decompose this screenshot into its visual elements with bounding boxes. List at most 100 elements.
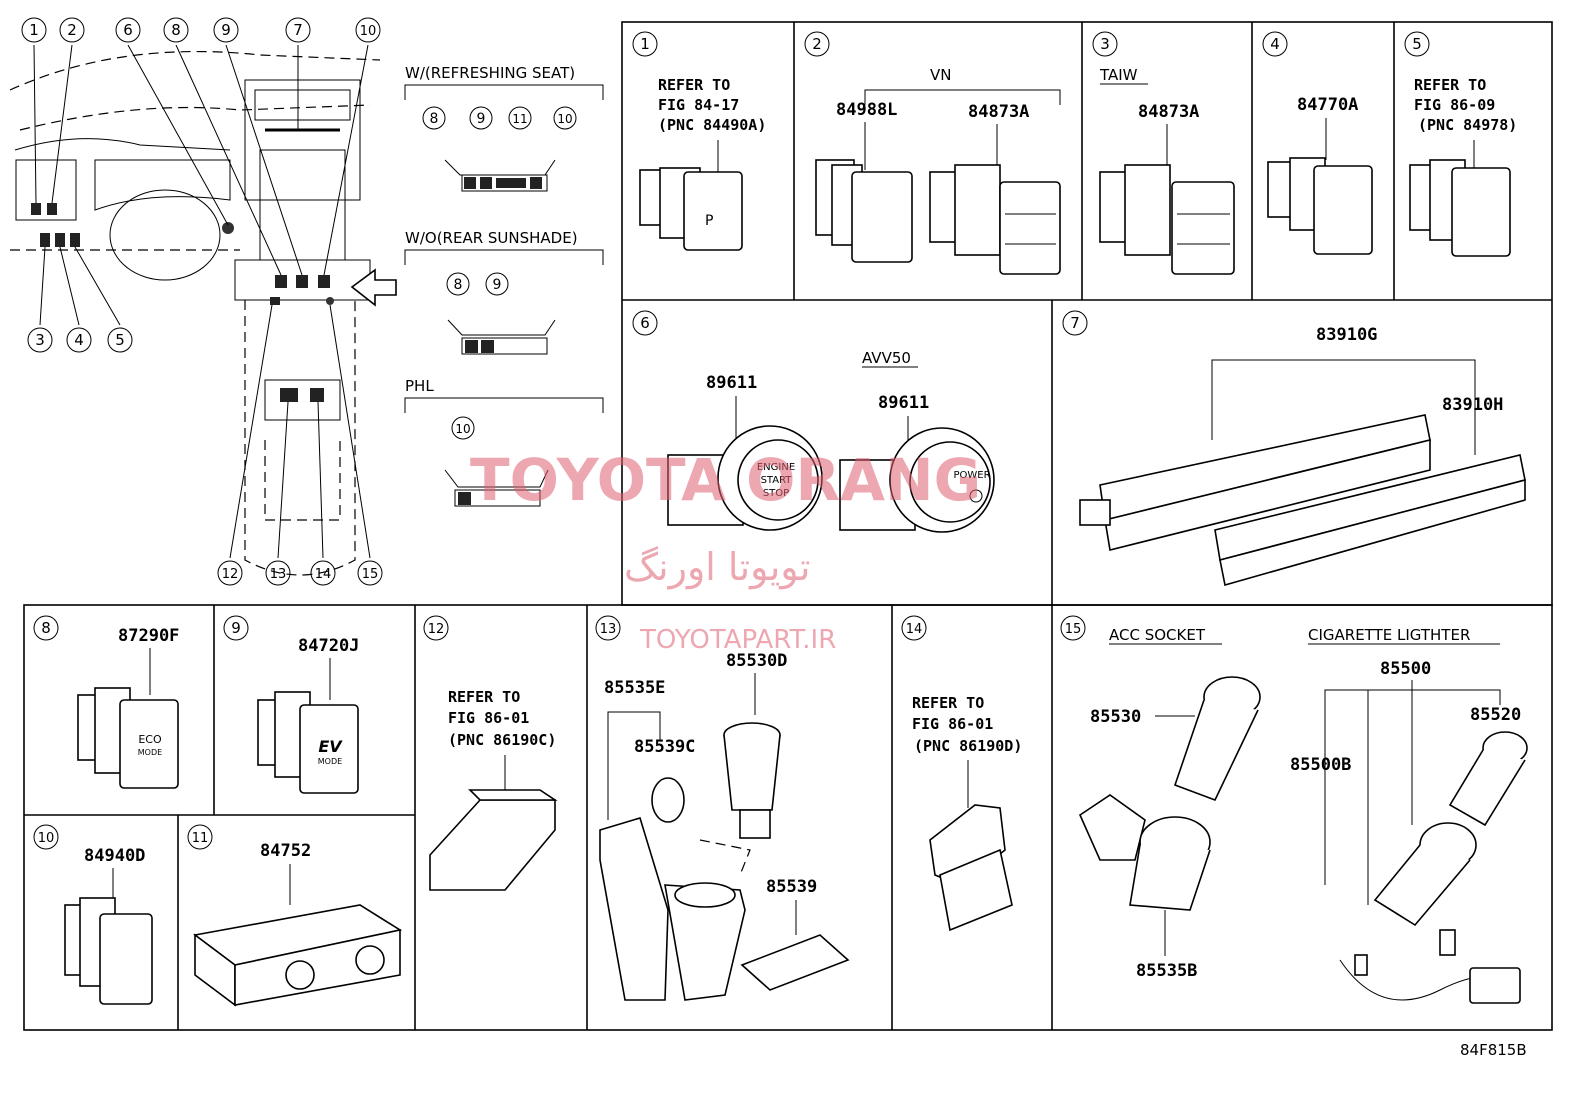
variant-phl: PHL 10 <box>404 377 604 507</box>
svg-text:ENGINE: ENGINE <box>757 462 795 473</box>
part-number: 84873A <box>1138 102 1199 122</box>
svg-text:15: 15 <box>362 567 379 582</box>
refer-line: REFER TO <box>912 694 984 712</box>
switch-part-icon <box>929 164 1061 275</box>
pad-part-icon <box>740 934 850 991</box>
part-number: 85535B <box>1136 961 1197 981</box>
svg-text:8: 8 <box>41 619 51 637</box>
refer-line: FIG 86-01 <box>912 715 993 733</box>
overview-callouts: 1 2 6 8 9 7 10 3 4 5 12 13 14 15 <box>21 17 383 586</box>
panel-grid <box>23 21 1553 1031</box>
svg-text:8: 8 <box>454 277 463 293</box>
panel-14: REFER TO FIG 86-01 (PNC 86190D) <box>912 694 1022 932</box>
eco-mode-switch-icon: ECO MODE <box>77 687 179 789</box>
svg-text:5: 5 <box>115 331 125 349</box>
callout-15: 15 <box>357 560 383 586</box>
panel-3: TAIW 84873A <box>1099 66 1235 275</box>
watermark: TOYOTA ORANG تویوتا اورنگ TOYOTAPART.IR <box>470 446 981 655</box>
svg-text:9: 9 <box>493 277 502 293</box>
part-number: 84940D <box>84 846 145 866</box>
panel-number-4: 4 <box>1262 31 1288 57</box>
panel-number-6: 6 <box>632 310 658 336</box>
acc-socket-cover-part-icon <box>1078 794 1211 911</box>
svg-text:8: 8 <box>171 21 181 39</box>
svg-text:9: 9 <box>231 619 241 637</box>
panel-4: 84770A <box>1267 95 1373 255</box>
panel-number-11: 11 <box>187 824 213 850</box>
callout-10: 10 <box>355 17 381 43</box>
panel-number-12: 12 <box>423 615 449 641</box>
variant-title: PHL <box>405 377 434 395</box>
refer-line: FIG 86-09 <box>1414 96 1495 114</box>
panel-number-5: 5 <box>1404 31 1430 57</box>
svg-text:3: 3 <box>1100 35 1110 53</box>
svg-text:10: 10 <box>455 422 470 436</box>
svg-text:5: 5 <box>1412 35 1422 53</box>
svg-text:POWER: POWER <box>953 470 990 481</box>
panel-number-10: 10 <box>33 824 59 850</box>
refer-line: (PNC 86190D) <box>914 737 1022 755</box>
svg-text:TOYOTAPART.IR: TOYOTAPART.IR <box>639 625 836 655</box>
switch-part-icon <box>429 789 558 891</box>
svg-text:4: 4 <box>1270 35 1280 53</box>
part-number: 85520 <box>1470 705 1521 725</box>
seat-climate-control-icon <box>193 904 403 1007</box>
panel-15: ACC SOCKET CIGARETTE LIGTHTER 85530 8553… <box>1078 626 1528 1004</box>
callout-8: 8 <box>163 17 189 43</box>
part-number: 84770A <box>1297 95 1358 115</box>
refer-line: REFER TO <box>448 688 520 706</box>
sheet-code: 84F815B <box>1460 1041 1527 1059</box>
callout-9: 9 <box>213 17 239 43</box>
socket-cover-part-icon <box>599 817 746 1001</box>
svg-text:13: 13 <box>270 567 287 582</box>
svg-text:EV: EV <box>318 737 343 756</box>
callout-5: 5 <box>107 327 133 353</box>
panel-number-1: 1 <box>632 31 658 57</box>
part-number: 84752 <box>260 841 311 861</box>
panel-number-8: 8 <box>33 615 59 641</box>
part-number: 85500B <box>1290 755 1351 775</box>
callout-4: 4 <box>66 327 92 353</box>
variant-rear-sunshade: W/O(REAR SUNSHADE) 8 9 <box>404 229 604 355</box>
switch-part-icon <box>929 804 1013 932</box>
vehicle-overview <box>9 44 397 576</box>
svg-text:10: 10 <box>38 831 55 846</box>
svg-text:P: P <box>705 213 713 229</box>
socket-part-icon <box>723 722 781 839</box>
section-label: ACC SOCKET <box>1109 626 1206 644</box>
part-number: 85530 <box>1090 707 1141 727</box>
part-number: 89611 <box>878 393 929 413</box>
svg-text:TOYOTA ORANG: TOYOTA ORANG <box>470 446 981 514</box>
cigarette-lighter-part-icon <box>1339 731 1528 1004</box>
part-number: 84720J <box>298 636 359 656</box>
panel-13: 85530D 85535E 85539C 85539 <box>599 651 850 1001</box>
svg-text:12: 12 <box>428 622 445 637</box>
part-number: 85539C <box>634 737 695 757</box>
part-number: 83910H <box>1442 395 1503 415</box>
panel-11: 84752 <box>193 841 403 1007</box>
panel-number-7: 7 <box>1062 310 1088 336</box>
callout-13: 13 <box>265 560 291 586</box>
svg-text:11: 11 <box>512 112 527 126</box>
part-number: 85539 <box>766 877 817 897</box>
refer-line: (PNC 86190C) <box>448 731 556 749</box>
cap-part-icon <box>651 777 685 823</box>
panel-number-3: 3 <box>1092 31 1118 57</box>
callout-7: 7 <box>285 17 311 43</box>
panel-1: REFER TO FIG 84-17 (PNC 84490A) P <box>639 76 766 251</box>
svg-text:8: 8 <box>430 111 439 127</box>
svg-text:MODE: MODE <box>138 748 162 757</box>
refer-line: REFER TO <box>1414 76 1486 94</box>
svg-text:15: 15 <box>1065 622 1082 637</box>
variant-title: W/(REFRESHING SEAT) <box>405 64 575 82</box>
switch-part-icon: P <box>639 167 743 251</box>
callout-3: 3 <box>27 327 53 353</box>
svg-text:13: 13 <box>600 622 617 637</box>
panel-8: 87290F ECO MODE <box>77 626 179 789</box>
svg-text:4: 4 <box>74 331 84 349</box>
switch-part-icon <box>815 159 913 263</box>
panel-6: AVV50 89611 89611 ENGINE START STOP POWE… <box>667 349 995 533</box>
svg-text:3: 3 <box>35 331 45 349</box>
svg-text:7: 7 <box>293 21 303 39</box>
